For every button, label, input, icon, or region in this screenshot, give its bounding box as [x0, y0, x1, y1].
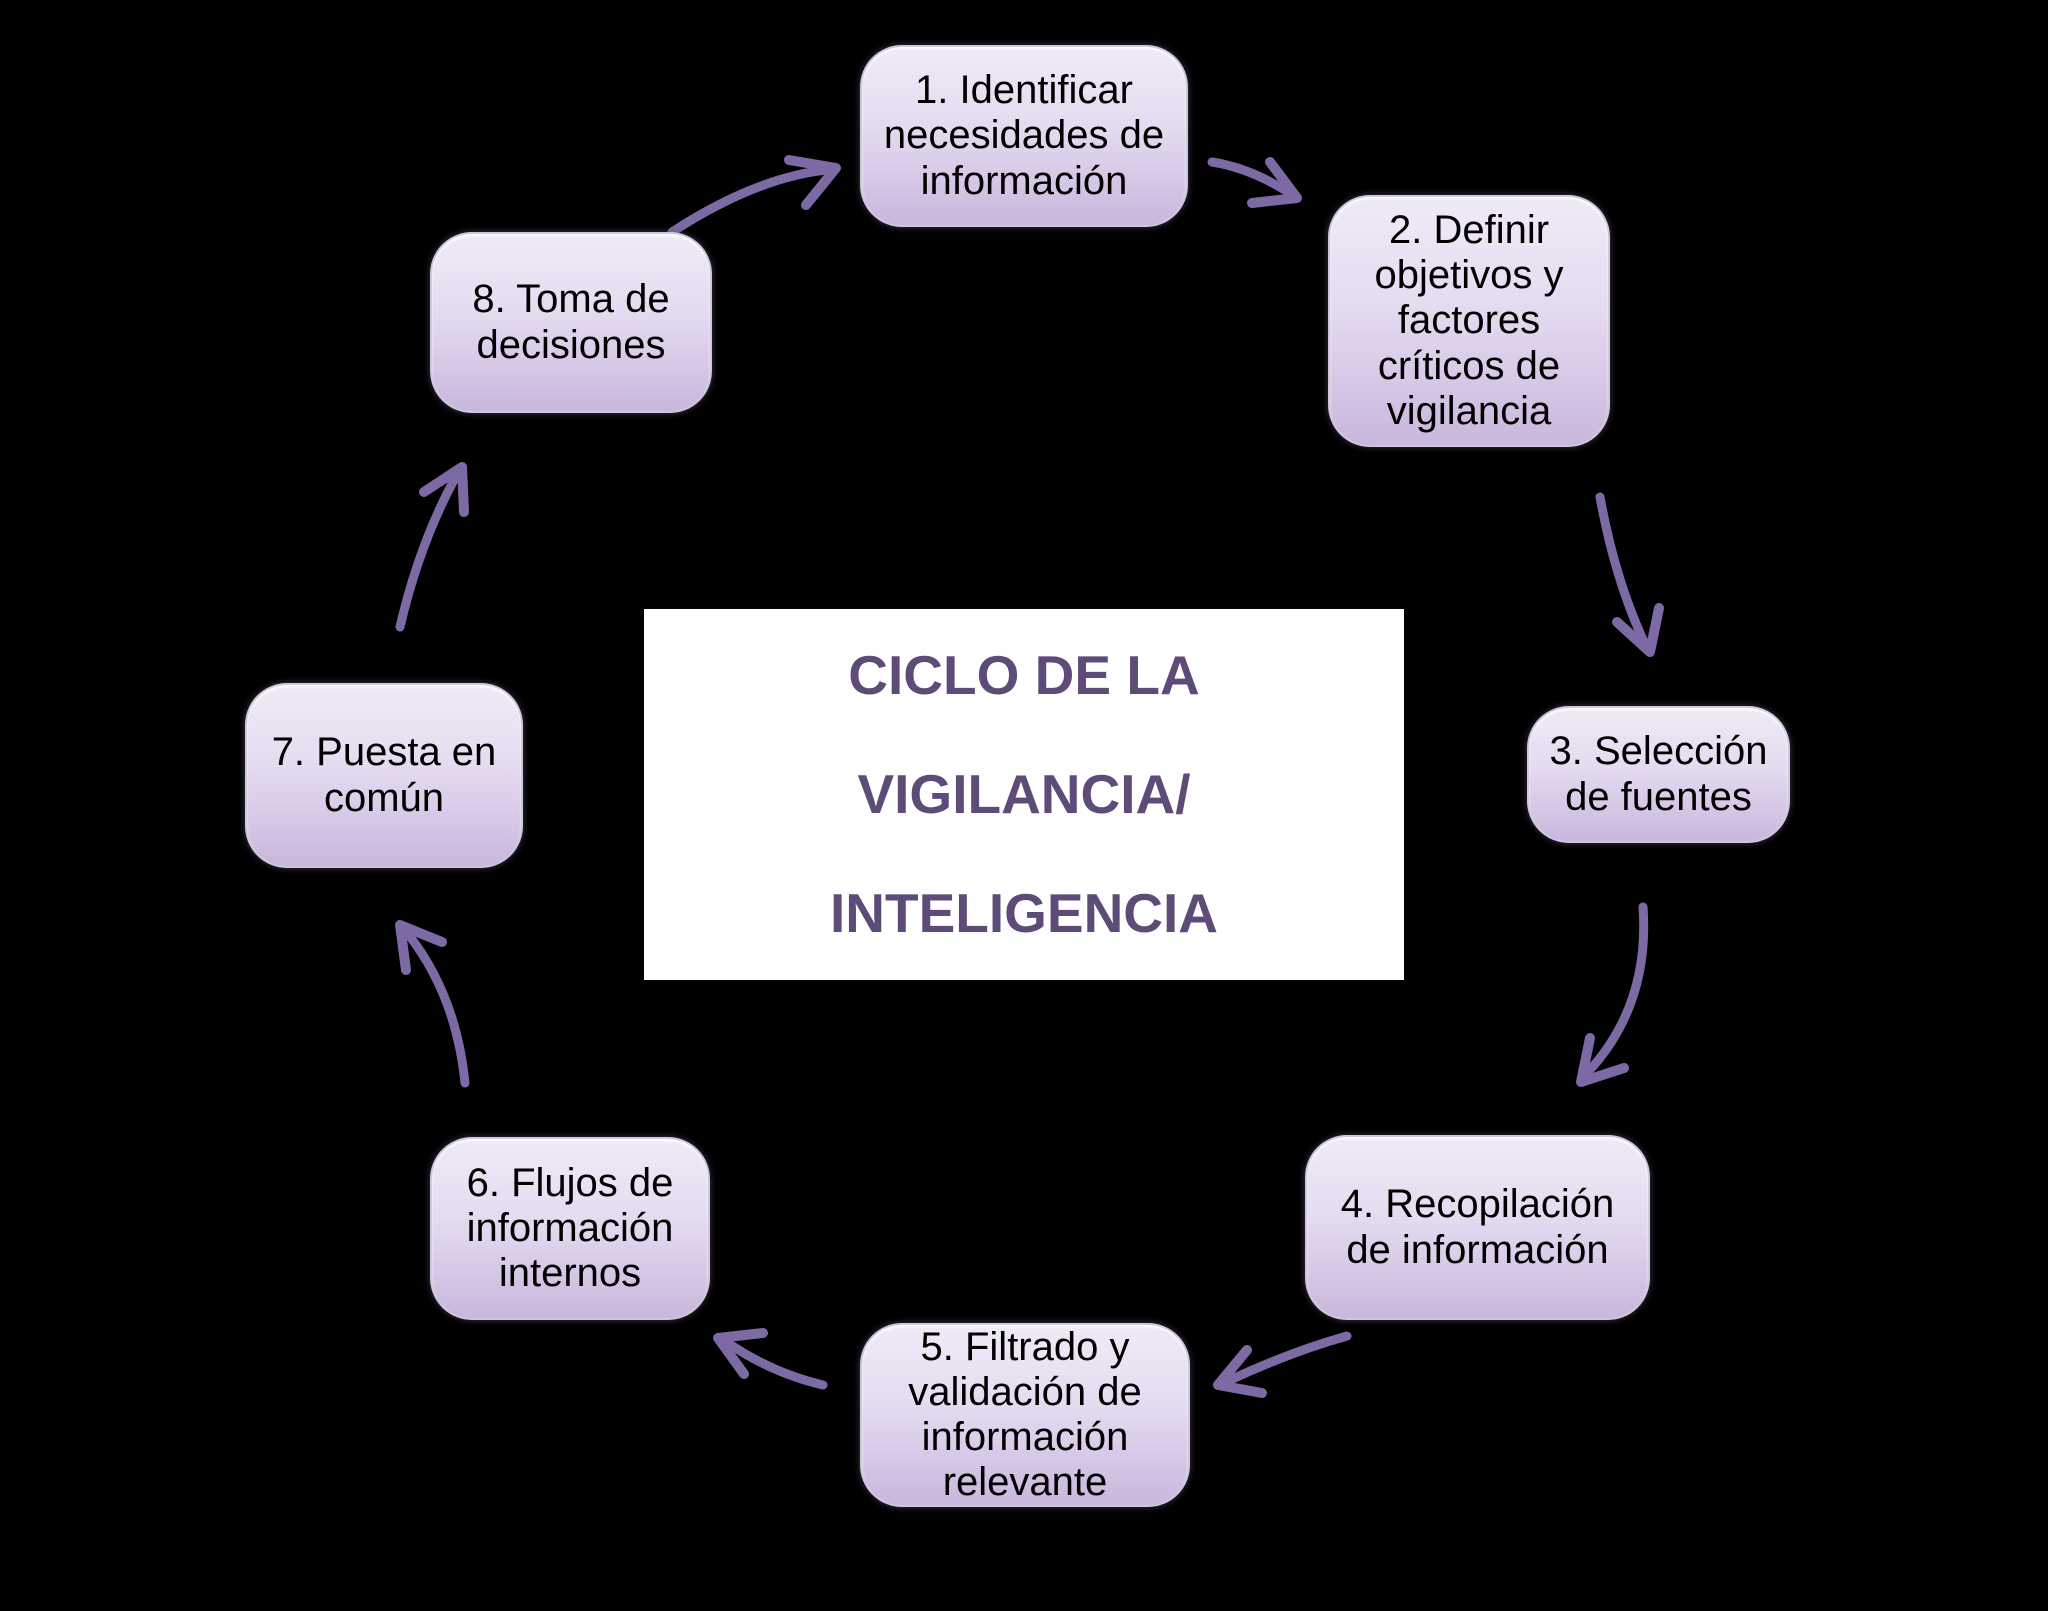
arrow-shaft — [395, 473, 460, 632]
step-label: 4. Recopilación de información — [1340, 1182, 1615, 1272]
diagram-title-line-1: CICLO DE LA — [848, 644, 1200, 706]
arrow-head — [395, 920, 447, 975]
arrow-head — [1612, 603, 1664, 657]
step-box-4-recopilacion-informacion: 4. Recopilación de información — [1305, 1135, 1650, 1320]
arrow-head — [1247, 157, 1302, 208]
arrow-step1-to-step2 — [1207, 157, 1302, 208]
arrow-step5-to-step6 — [713, 1328, 828, 1390]
arrow-shaft — [403, 929, 470, 1088]
step-label: 7. Puesta en común — [271, 730, 497, 820]
step-label: 1. Identificar necesidades de informació… — [883, 68, 1165, 203]
step-label: 5. Filtrado y validación de información … — [908, 1324, 1142, 1505]
step-box-6-flujos-informacion: 6. Flujos de información internos — [430, 1137, 710, 1320]
step-box-3-seleccion-fuentes: 3. Selección de fuentes — [1527, 706, 1790, 843]
arrow-shaft — [1207, 157, 1293, 197]
arrow-step8-to-step1 — [667, 155, 841, 237]
arrow-step4-to-step5 — [1213, 1331, 1352, 1398]
arrow-head — [1213, 1345, 1267, 1398]
step-label: 6. Flujos de información internos — [466, 1160, 674, 1296]
step-box-5-filtrado-validacion: 5. Filtrado y validación de información … — [860, 1323, 1190, 1507]
arrow-shaft — [1223, 1331, 1352, 1386]
step-box-7-puesta-en-comun: 7. Puesta en común — [245, 683, 523, 868]
center-title-panel: CICLO DE LA VIGILANCIA/ INTELIGENCIA — [644, 609, 1404, 980]
arrow-head — [784, 155, 841, 210]
step-label: 3. Selección de fuentes — [1549, 729, 1768, 819]
arrow-step3-to-step4 — [1576, 902, 1649, 1087]
arrow-shaft — [1583, 902, 1649, 1077]
arrow-head — [1576, 1033, 1629, 1087]
step-label: 2. Definir objetivos y factores críticos… — [1374, 208, 1564, 433]
arrow-step7-to-step8 — [395, 462, 469, 632]
diagram-title-line-3: INTELIGENCIA — [829, 882, 1219, 944]
diagram-title-line-2: VIGILANCIA/ — [857, 763, 1191, 825]
arrow-shaft — [667, 165, 831, 237]
arrow-head — [419, 462, 469, 517]
step-box-2-definir-objetivos: 2. Definir objetivos y factores críticos… — [1328, 195, 1610, 447]
arrow-shaft — [723, 1338, 828, 1390]
arrow-shaft — [1595, 492, 1650, 649]
arrow-step2-to-step3 — [1595, 492, 1664, 657]
step-label: 8. Toma de decisiones — [472, 277, 670, 367]
step-box-1-identificar-necesidades: 1. Identificar necesidades de informació… — [860, 45, 1188, 227]
arrow-step6-to-step7 — [395, 920, 470, 1088]
step-box-8-toma-decisiones: 8. Toma de decisiones — [430, 232, 712, 413]
arrow-head — [713, 1328, 768, 1379]
